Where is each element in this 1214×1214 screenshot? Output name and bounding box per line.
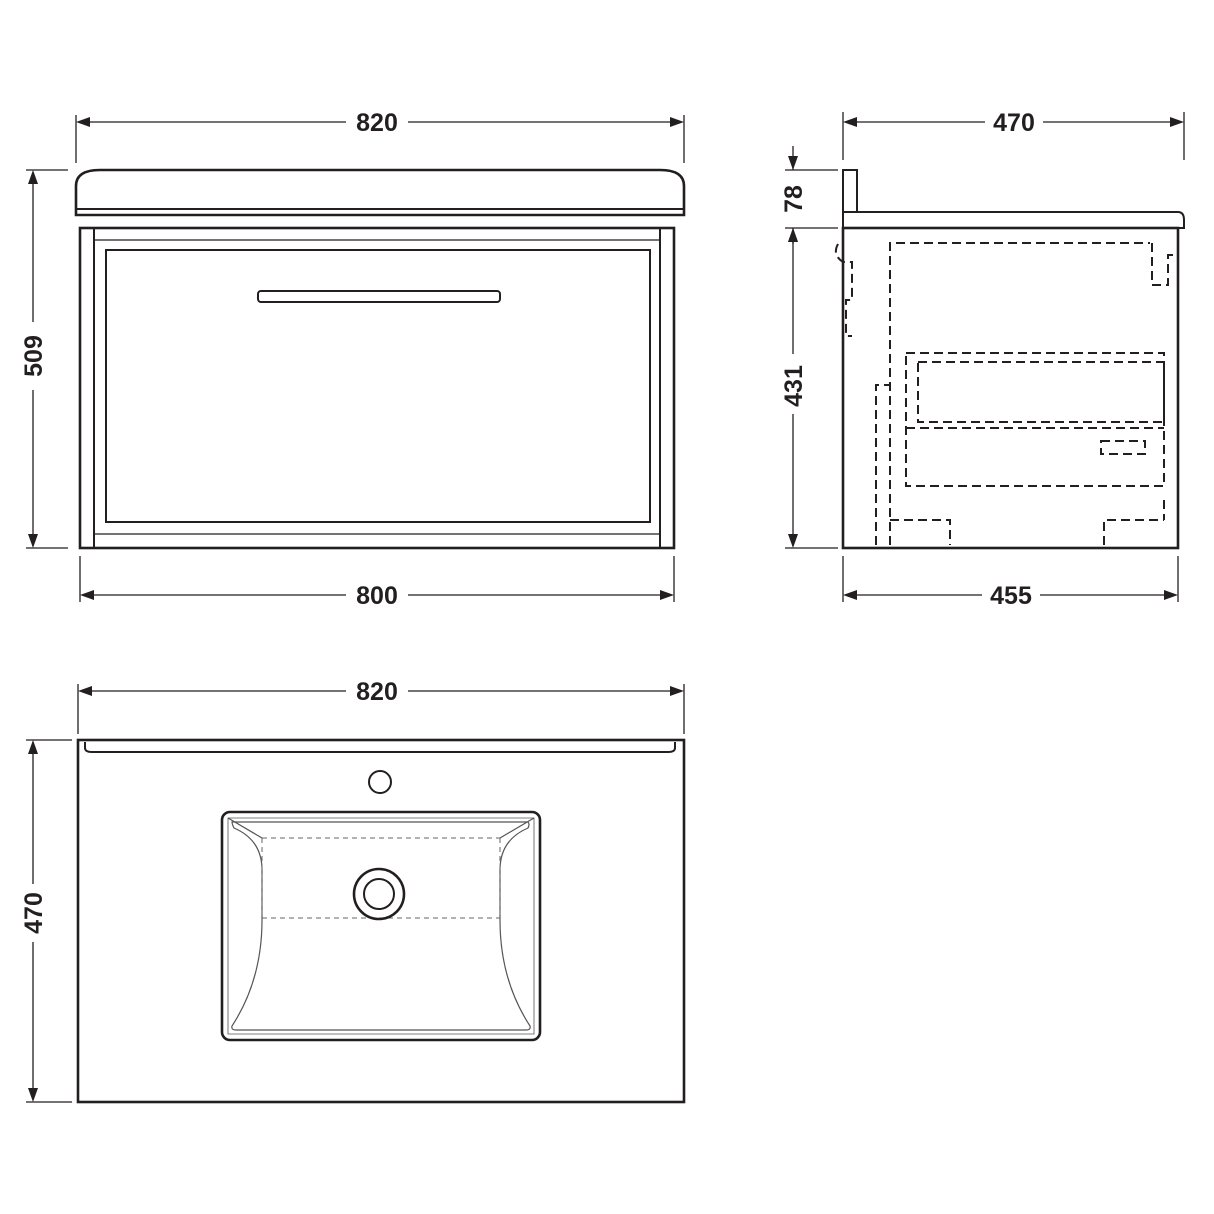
drawer-handle: [257, 290, 501, 303]
dim-front-height: 509: [20, 335, 48, 377]
side-hidden-basin: [889, 242, 1150, 545]
side-hidden-waste: [834, 243, 853, 337]
dim-side-depth-top: 470: [993, 109, 1035, 137]
dim-plan-depth: 470: [20, 892, 48, 934]
plan-waste-inner: [363, 878, 395, 910]
plan-tap-hole: [368, 770, 392, 794]
dim-side-depth-bottom: 455: [990, 582, 1032, 610]
dim-plan-width: 820: [356, 678, 398, 706]
side-hidden-handle: [1100, 440, 1146, 455]
side-basin-top: [842, 211, 1185, 229]
dim-front-width-bottom: 800: [356, 582, 398, 610]
dim-side-cabinet: 431: [780, 365, 808, 407]
front-view: 820 509 800: [20, 109, 686, 610]
side-hidden-drawer: [905, 352, 1165, 487]
plan-waste-outer: [352, 867, 406, 921]
plan-view: 820 470: [20, 678, 686, 1104]
plan-bowl-inner: [231, 821, 531, 1031]
front-basin-top: [74, 168, 686, 217]
plan-bowl-outer: [220, 810, 542, 1042]
front-drawer: [105, 249, 651, 523]
side-cabinet: [841, 226, 1180, 550]
side-view: 470 78 431 455: [780, 109, 1185, 610]
plan-basin-outline: [76, 738, 686, 1104]
plan-upstand: [84, 742, 676, 753]
side-upstand: [842, 169, 858, 213]
dim-front-width-top: 820: [356, 109, 398, 137]
front-cabinet: [78, 226, 676, 550]
dim-side-upstand: 78: [780, 185, 808, 213]
